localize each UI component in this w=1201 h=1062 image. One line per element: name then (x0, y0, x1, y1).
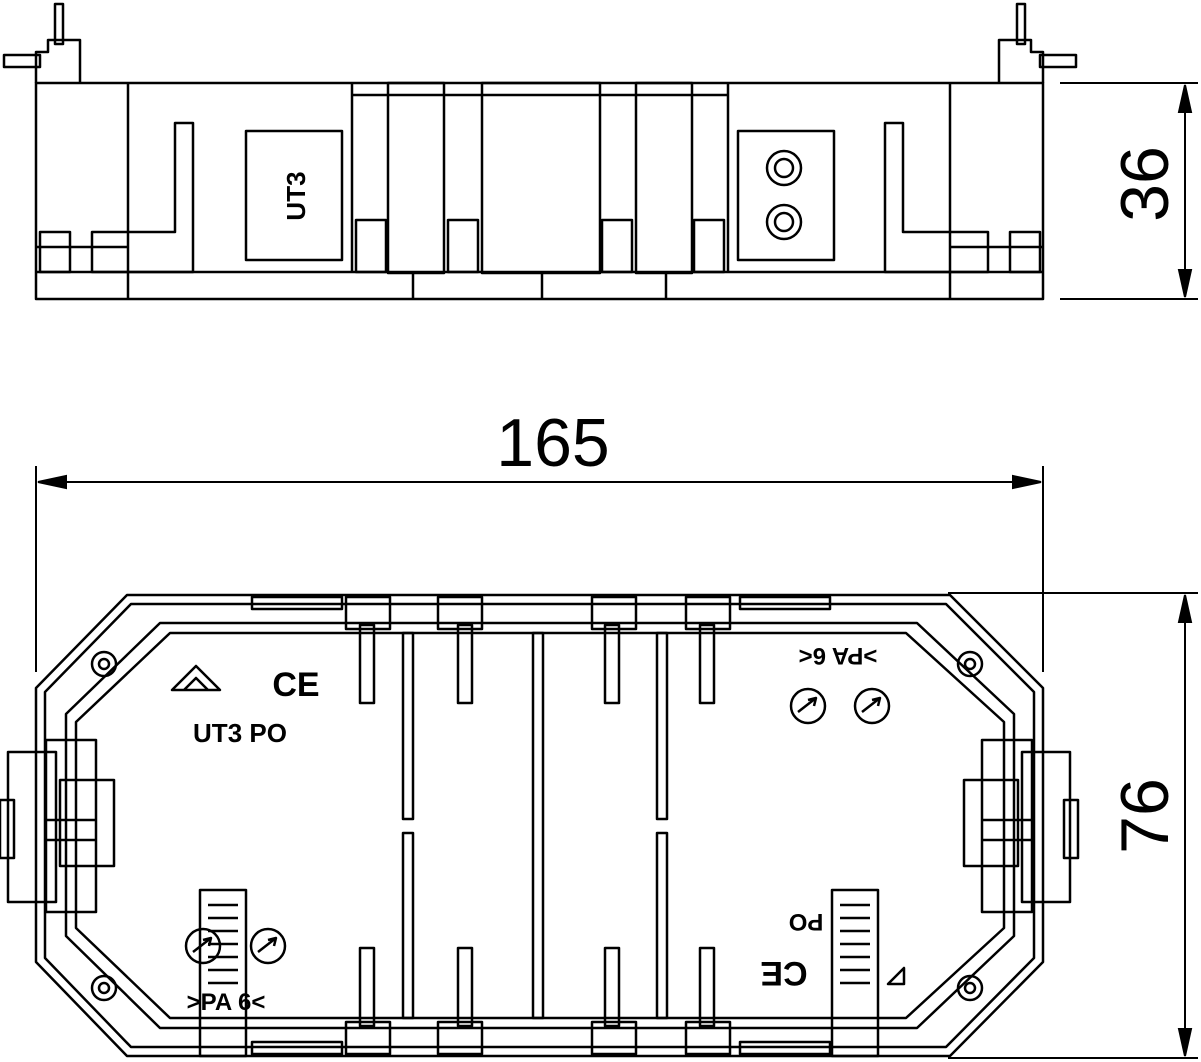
depth-dimension (948, 592, 1198, 1059)
ce-mark-top: CE (272, 666, 319, 704)
side-body (34, 81, 1045, 301)
inner-frame (74, 631, 1006, 1020)
corner-screw-icon (956, 974, 984, 1002)
corner-screw-icon (90, 650, 118, 678)
bottom-right-grip (830, 888, 880, 1058)
recycle-symbol-icon (249, 927, 287, 965)
recycle-symbol-icon (853, 687, 891, 725)
side-label-plate (244, 129, 344, 262)
height-dimension (1060, 82, 1198, 300)
bottom-left-grip (198, 888, 248, 1058)
screw-hole-icon (765, 149, 803, 187)
screw-hole-icon (765, 203, 803, 241)
ce-mark-bottom: CE (760, 954, 807, 992)
height-dimension-label: 36 (1107, 146, 1183, 222)
side-view (2, 2, 1078, 301)
width-dimension-label: 165 (496, 405, 609, 481)
recycle-symbol-icon (184, 927, 222, 965)
material-top-text: >PA 6< (799, 642, 878, 669)
left-latch (6, 750, 58, 904)
top-label-text: UT3 PO (193, 718, 287, 748)
depth-dimension-label: 76 (1107, 778, 1183, 854)
width-dimension (35, 466, 1044, 672)
corner-screw-icon (956, 650, 984, 678)
screw-plate (736, 129, 836, 262)
triangle-certification-icon (886, 966, 906, 986)
po-bottom-text: PO (789, 908, 824, 935)
right-latch (1020, 750, 1072, 904)
recycle-symbol-icon (789, 687, 827, 725)
triangle-certification-icon (170, 664, 222, 692)
top-view (0, 593, 1080, 1058)
corner-screw-icon (90, 974, 118, 1002)
side-label-text: UT3 (281, 171, 311, 220)
outer-frame (34, 593, 1045, 1058)
material-bottom-text: >PA 6< (187, 989, 266, 1016)
